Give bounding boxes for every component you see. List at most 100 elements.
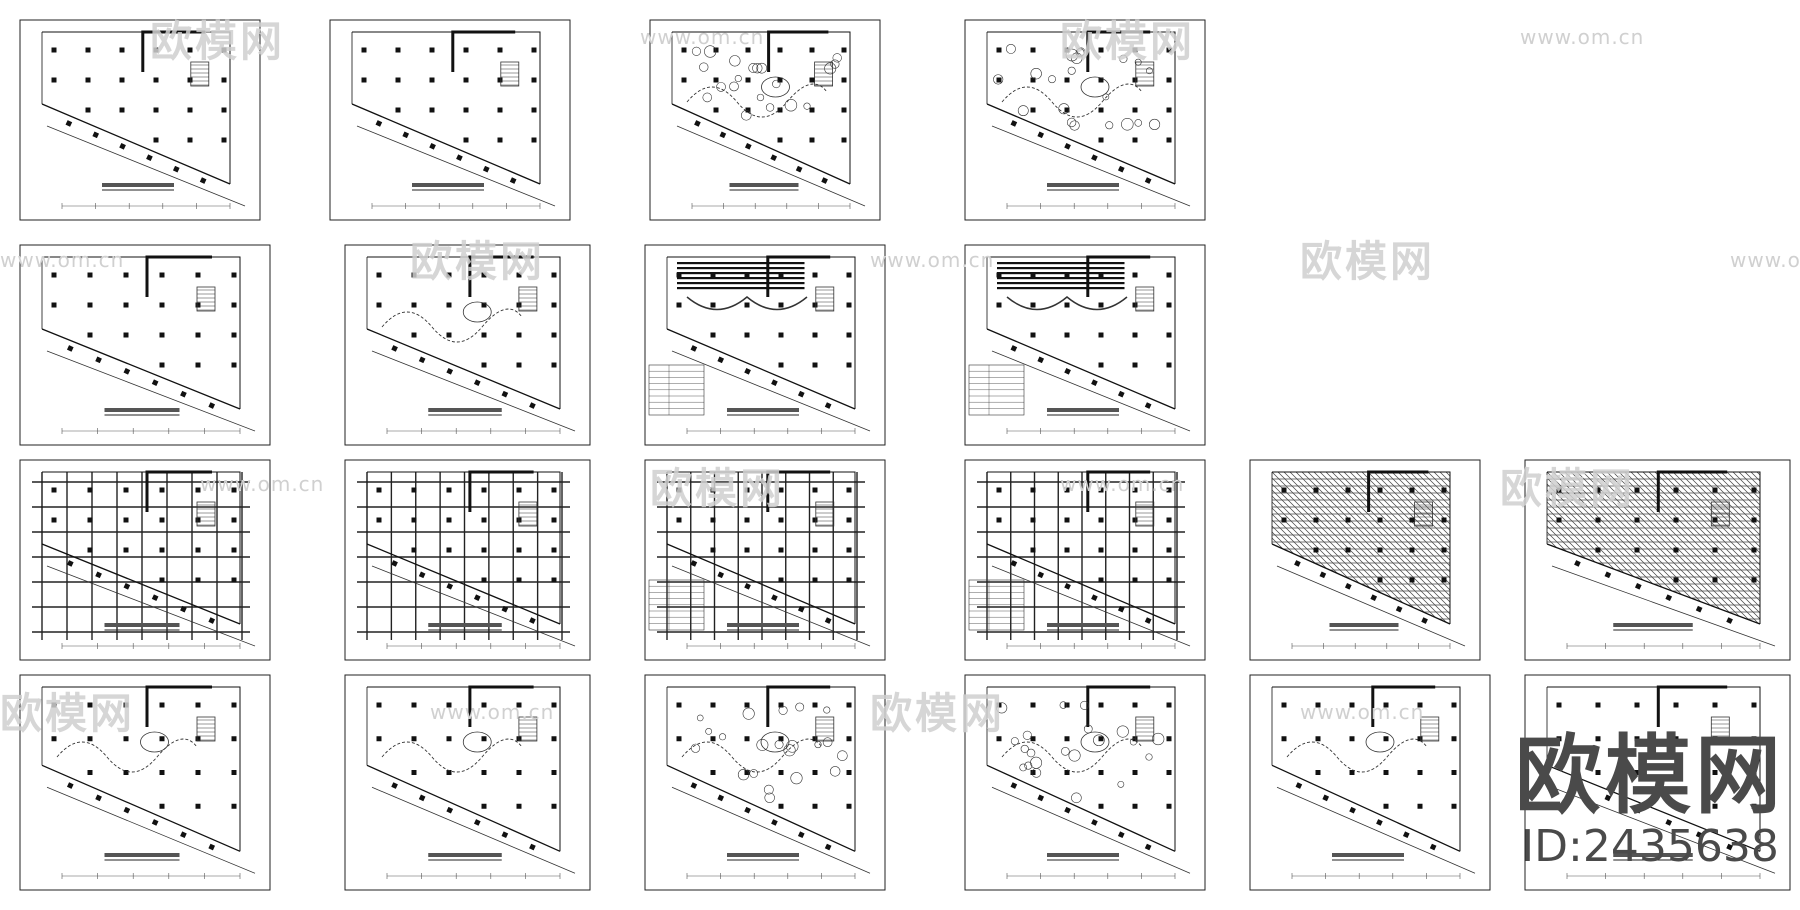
stair-block <box>196 716 216 742</box>
structural-column <box>1166 803 1172 809</box>
structural-column <box>1098 362 1104 368</box>
structural-column <box>681 47 687 53</box>
structural-column <box>1712 770 1718 775</box>
structural-column <box>159 272 165 278</box>
facade-column <box>690 782 698 789</box>
structural-column <box>1166 517 1172 523</box>
structural-column <box>1064 736 1070 742</box>
structural-column <box>1281 487 1287 493</box>
structural-column <box>159 362 165 368</box>
structural-column <box>778 332 784 338</box>
outer-wall <box>367 471 561 624</box>
structural-column <box>1712 702 1718 708</box>
structural-column <box>1451 803 1457 809</box>
core-wall <box>145 685 212 727</box>
structural-column <box>87 736 93 742</box>
facade-column <box>1091 379 1098 387</box>
structural-column <box>1712 736 1718 742</box>
furniture-symbol <box>1061 747 1070 756</box>
outer-wall <box>42 256 241 409</box>
furniture-symbol <box>1058 103 1070 115</box>
facade-column <box>717 794 725 802</box>
furniture-symbol <box>1071 52 1083 64</box>
outer-wall <box>1547 471 1761 624</box>
ceiling-strip <box>677 282 805 285</box>
furniture-symbol <box>1152 732 1165 746</box>
structural-column <box>446 547 452 553</box>
structural-column <box>1377 487 1383 493</box>
facade-column <box>146 154 153 162</box>
structural-column <box>187 47 193 53</box>
furniture-symbol <box>784 99 798 112</box>
furniture-symbol <box>790 772 803 785</box>
structural-column <box>51 302 57 308</box>
facade-column <box>1634 806 1642 814</box>
facade-column <box>1295 782 1303 789</box>
structural-column <box>1634 487 1640 493</box>
stair-block <box>518 716 538 742</box>
structural-column <box>395 47 401 53</box>
core-wall <box>145 470 212 512</box>
core-wall <box>1656 470 1728 512</box>
structural-column <box>1556 517 1562 523</box>
facade-column <box>402 131 410 139</box>
structural-column <box>159 770 165 775</box>
outer-wall <box>667 686 856 852</box>
floor-plan-thumbnail <box>964 244 1206 446</box>
furniture-symbol <box>729 55 741 67</box>
structural-column <box>1313 517 1319 523</box>
structural-column <box>411 517 417 523</box>
furniture-symbol <box>1026 748 1036 758</box>
structural-column <box>231 302 237 308</box>
structural-column <box>195 702 201 708</box>
structural-column <box>1556 736 1562 742</box>
structural-column <box>551 517 557 523</box>
core-wall <box>766 470 831 512</box>
watermark-url: www.om.cn <box>200 472 325 496</box>
structural-column <box>778 770 784 775</box>
facade-wall <box>666 764 856 852</box>
structural-column <box>841 137 847 143</box>
structural-column <box>159 702 165 708</box>
structural-column <box>463 137 469 143</box>
watermark-url: www.om.cn <box>640 25 765 49</box>
ceiling-strip <box>997 262 1125 265</box>
ceiling-strip <box>997 282 1125 285</box>
structural-column <box>1595 487 1601 493</box>
structural-column <box>85 77 91 83</box>
structural-column <box>551 803 557 809</box>
facade-column <box>797 390 805 398</box>
structural-column <box>463 77 469 83</box>
structural-column <box>1377 517 1383 523</box>
structural-column <box>846 332 852 338</box>
title-text-block <box>1329 623 1399 627</box>
furniture-symbol <box>752 63 763 74</box>
structural-column <box>1751 702 1757 708</box>
furniture-symbol <box>774 740 784 749</box>
structural-column <box>809 77 815 83</box>
structural-column <box>1166 47 1172 53</box>
structural-column <box>846 362 852 368</box>
structural-column <box>1098 770 1104 775</box>
stair-block <box>1135 286 1155 312</box>
structural-column <box>710 547 716 553</box>
facade-wall <box>366 328 561 410</box>
furniture-symbol <box>699 62 709 72</box>
structural-column <box>1030 517 1036 523</box>
ceiling-strip <box>677 262 805 265</box>
structural-column <box>411 272 417 278</box>
floor-plan-thumbnail <box>329 19 571 221</box>
partition-curve <box>381 738 523 773</box>
structural-column <box>87 770 93 775</box>
core-wall <box>141 30 206 72</box>
structural-column <box>812 803 818 809</box>
title-text-block <box>1613 853 1693 857</box>
structural-column <box>123 736 129 742</box>
structural-column <box>1595 770 1601 775</box>
structural-column <box>1634 770 1640 775</box>
structural-column <box>1166 107 1172 113</box>
watermark-logo: 欧模网 <box>650 465 786 512</box>
outer-wall <box>367 256 561 409</box>
structural-column <box>231 272 237 278</box>
hatch-line <box>1547 472 1712 624</box>
